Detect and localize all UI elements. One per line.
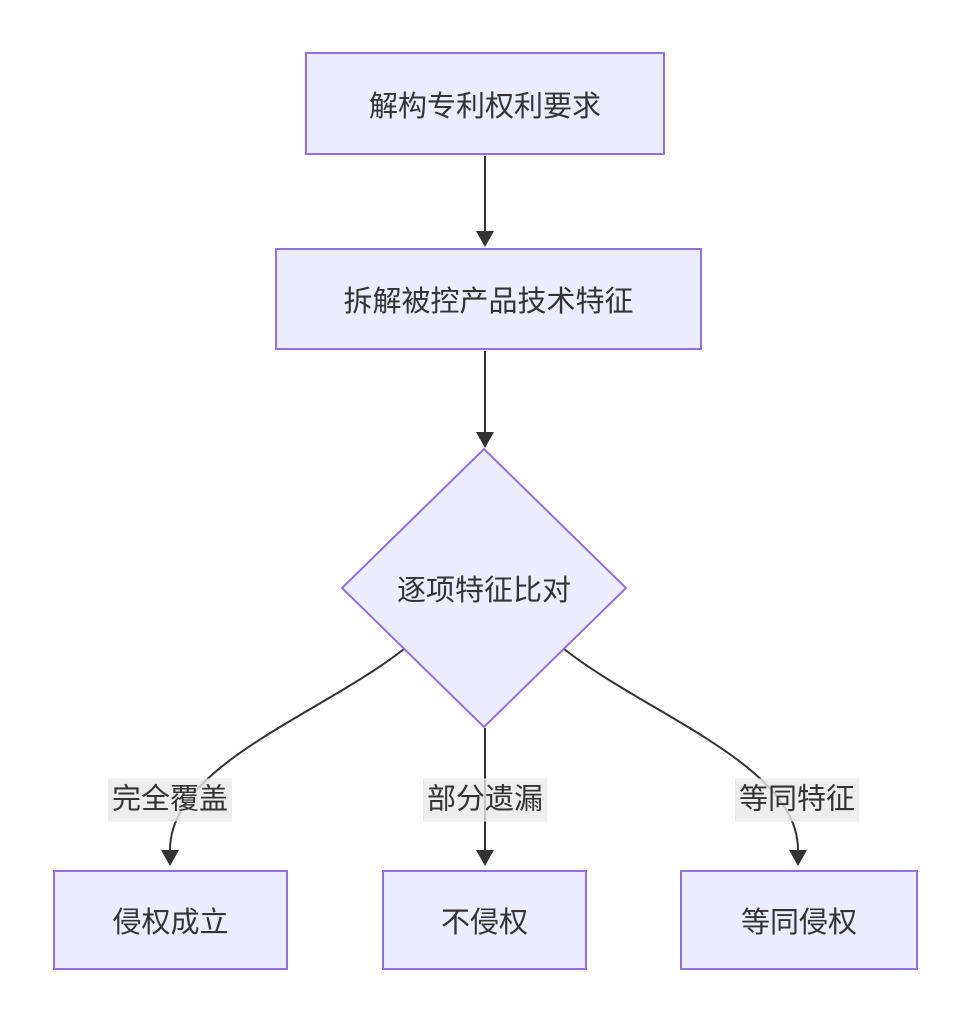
arrowhead-icon (789, 850, 807, 866)
node-compare-features-label: 逐项特征比对 (396, 575, 571, 607)
node-decompose-features: 拆解被控产品技术特征 (275, 248, 702, 350)
node-deconstruct-claims: 解构专利权利要求 (305, 52, 665, 155)
arrowhead-icon (476, 850, 494, 866)
node-no-infringement: 不侵权 (382, 870, 587, 970)
edge-label-full-coverage: 完全覆盖 (107, 778, 233, 822)
arrowhead-icon (476, 432, 494, 448)
edge-label-partial-omission: 部分遗漏 (422, 778, 548, 822)
node-equivalent-infringement: 等同侵权 (680, 870, 918, 970)
node-infringement-established: 侵权成立 (53, 870, 288, 970)
arrowhead-icon (161, 850, 179, 866)
decision-diamond-shape (340, 447, 628, 729)
arrowhead-icon (476, 231, 494, 247)
edge-label-equivalent-feature: 等同特征 (734, 778, 860, 822)
